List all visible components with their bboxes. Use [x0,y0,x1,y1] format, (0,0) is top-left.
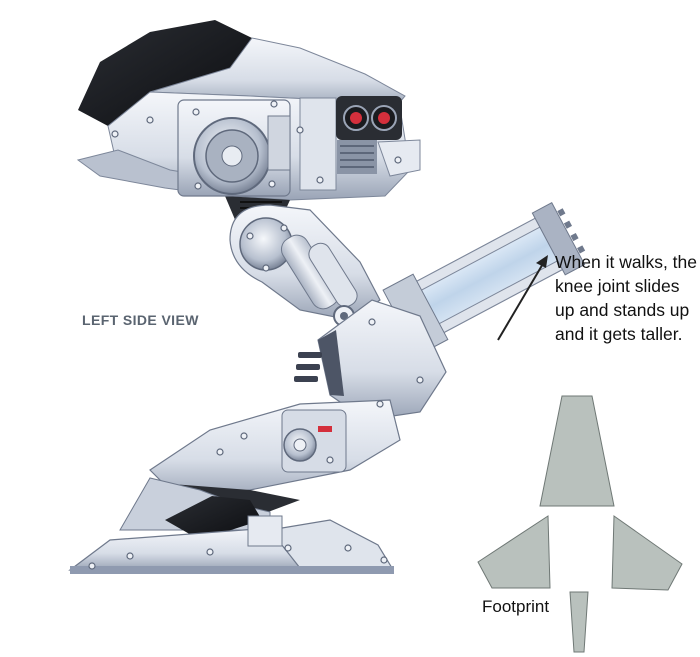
slide-end-bolts [557,208,586,254]
knee-dark-face [318,330,344,396]
footprint-toe-right [611,515,683,591]
sensor-icon [343,105,397,131]
footprint-heel [569,591,589,653]
foot-heel-block [247,515,283,547]
foot-black-wedge [165,496,262,540]
thigh-piston-inner [308,242,358,308]
bolt-icon [88,100,424,570]
hip-hinge-block [267,115,291,171]
black-hip-panel [78,20,252,126]
knee-housing [317,299,447,421]
thigh [229,204,381,327]
hip-joint [177,99,291,197]
foot-sole [70,566,394,574]
shin-armor [149,399,401,501]
footprint-diagram [477,395,683,653]
footprint-label: Footprint [482,597,550,616]
foot-heel-plate [268,519,394,569]
arrow-up-icon [497,255,548,341]
foot [68,477,394,574]
ankle-indicator [318,426,332,432]
hip-side-plate [299,97,337,191]
footprint-toe-main [539,395,615,507]
side-view-label: LEFT SIDE VIEW [82,312,199,328]
knee-walk-note: When it walks, the knee joint slides up … [555,252,697,344]
knee-grip-ribs [294,352,322,382]
knee-block [294,299,447,421]
footprint-toe-left [477,515,551,589]
vent-slats [340,145,374,168]
slide-end-cap [531,202,586,276]
